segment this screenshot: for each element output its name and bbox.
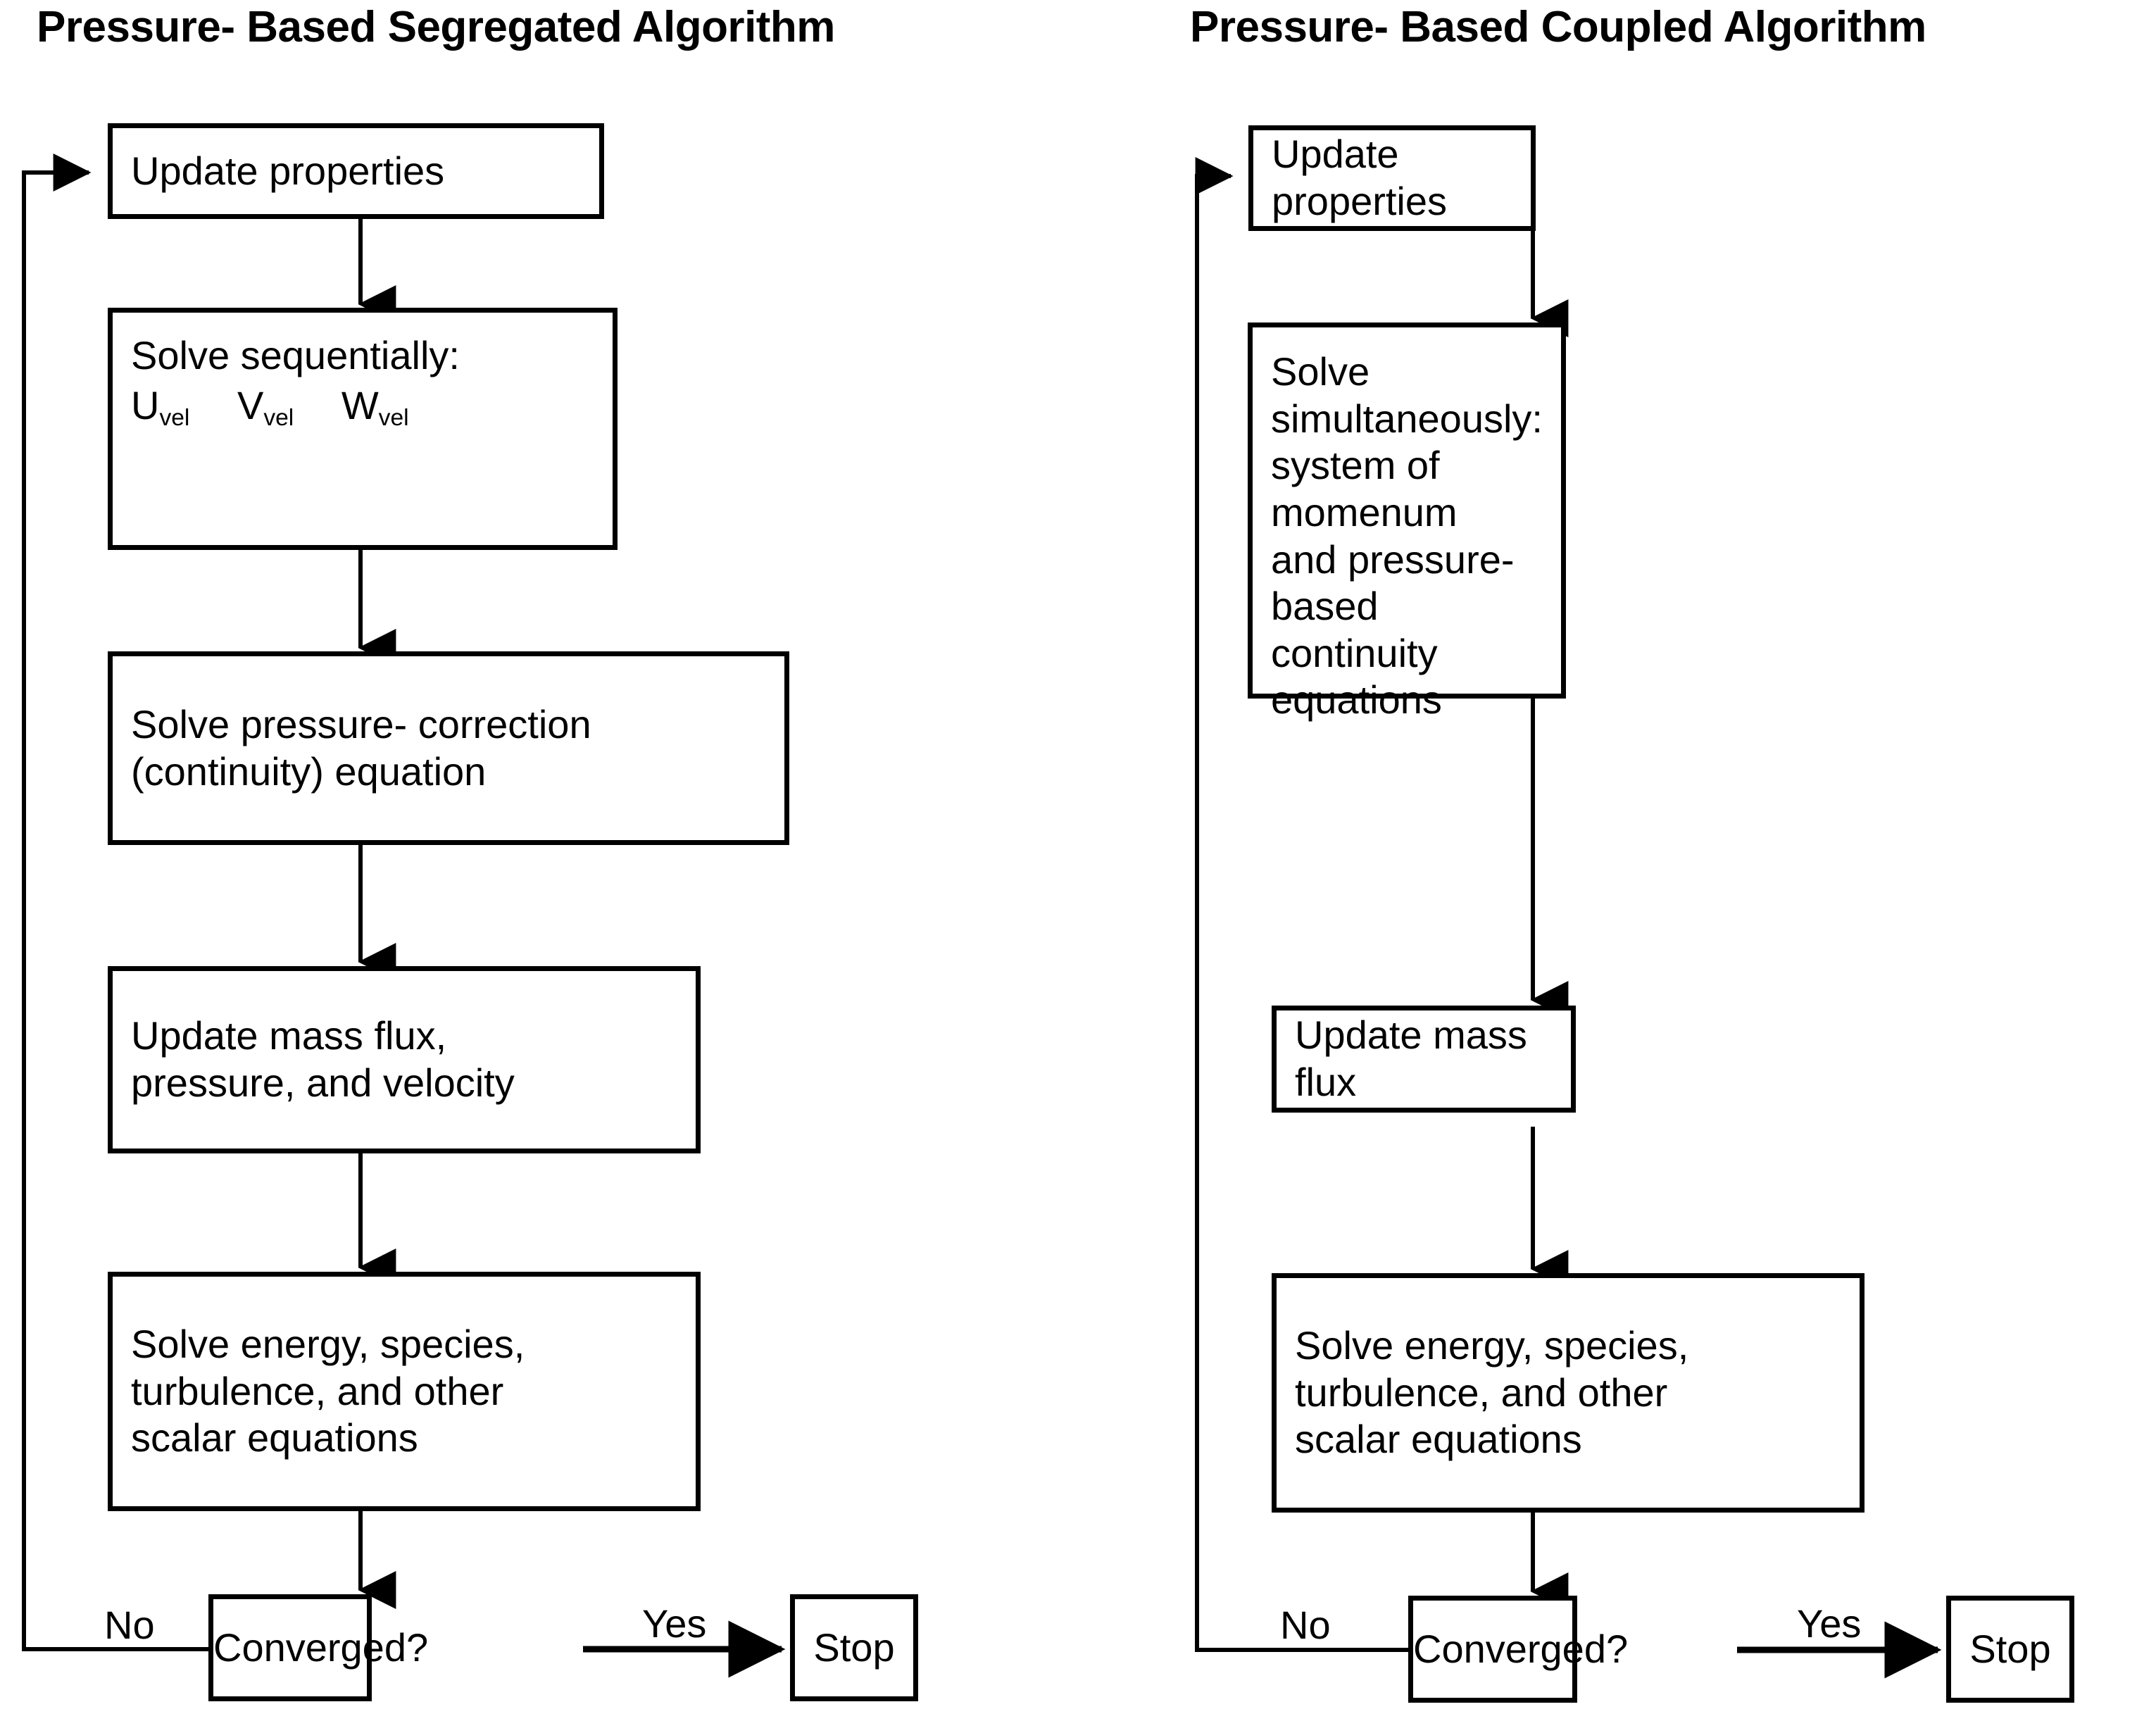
node-label: Stop xyxy=(1969,1626,2051,1671)
edge-seg-converged-feedback-loop xyxy=(22,154,208,1651)
node-label: Solve pressure- correction (continuity) … xyxy=(131,701,591,794)
velocity-w: Wvel xyxy=(341,382,409,432)
velocity-u: Uvel xyxy=(131,382,190,432)
node-label: Solve energy, species, turbulence, and o… xyxy=(1295,1323,1689,1462)
node-seg-update-properties[interactable]: Update properties xyxy=(108,123,604,219)
node-seg-solve-energy[interactable]: Solve energy, species, turbulence, and o… xyxy=(108,1272,701,1511)
node-seg-stop[interactable]: Stop xyxy=(790,1594,918,1701)
edge-label-cou-no: No xyxy=(1280,1603,1331,1647)
velocity-v: Vvel xyxy=(237,382,294,432)
node-label: Update properties xyxy=(131,148,445,193)
node-label: Solve sequentially: xyxy=(131,333,460,377)
node-label: Update mass flux, pressure, and velocity xyxy=(131,1013,515,1105)
node-cou-converged[interactable]: Converged? xyxy=(1408,1596,1629,1703)
node-cou-stop[interactable]: Stop xyxy=(1946,1596,2074,1703)
edge-label-seg-no: No xyxy=(104,1603,155,1647)
node-label: Update mass flux xyxy=(1295,1013,1527,1104)
edge-cou-converged-feedback-loop xyxy=(1195,157,1408,1652)
node-cou-update-properties[interactable]: Update properties xyxy=(1248,125,1536,231)
edge-label-seg-yes: Yes xyxy=(642,1601,707,1646)
edge-label-cou-yes: Yes xyxy=(1797,1601,1862,1646)
node-seg-converged[interactable]: Converged? xyxy=(208,1594,429,1701)
node-label: Converged? xyxy=(1413,1626,1629,1671)
node-label: Stop xyxy=(813,1625,895,1670)
node-label: Solve simultaneously: system of momenum … xyxy=(1271,349,1543,722)
node-label: Converged? xyxy=(213,1625,429,1670)
column-title-segregated: Pressure- Based Segregated Algorithm xyxy=(37,3,835,51)
node-label: Update properties xyxy=(1272,132,1448,223)
node-cou-solve-energy[interactable]: Solve energy, species, turbulence, and o… xyxy=(1272,1273,1864,1513)
column-title-coupled: Pressure- Based Coupled Algorithm xyxy=(1190,3,1926,51)
velocity-components: Uvel Vvel Wvel xyxy=(113,382,470,432)
node-seg-solve-sequentially[interactable]: Solve sequentially: Uvel Vvel Wvel xyxy=(108,308,618,550)
node-seg-solve-pressure-correction[interactable]: Solve pressure- correction (continuity) … xyxy=(108,651,789,845)
node-seg-update-mass-flux[interactable]: Update mass flux, pressure, and velocity xyxy=(108,966,701,1153)
node-label: Solve energy, species, turbulence, and o… xyxy=(131,1322,525,1460)
node-cou-update-mass-flux[interactable]: Update mass flux xyxy=(1272,1006,1576,1113)
node-cou-solve-simultaneously[interactable]: Solve simultaneously: system of momenum … xyxy=(1248,323,1566,722)
